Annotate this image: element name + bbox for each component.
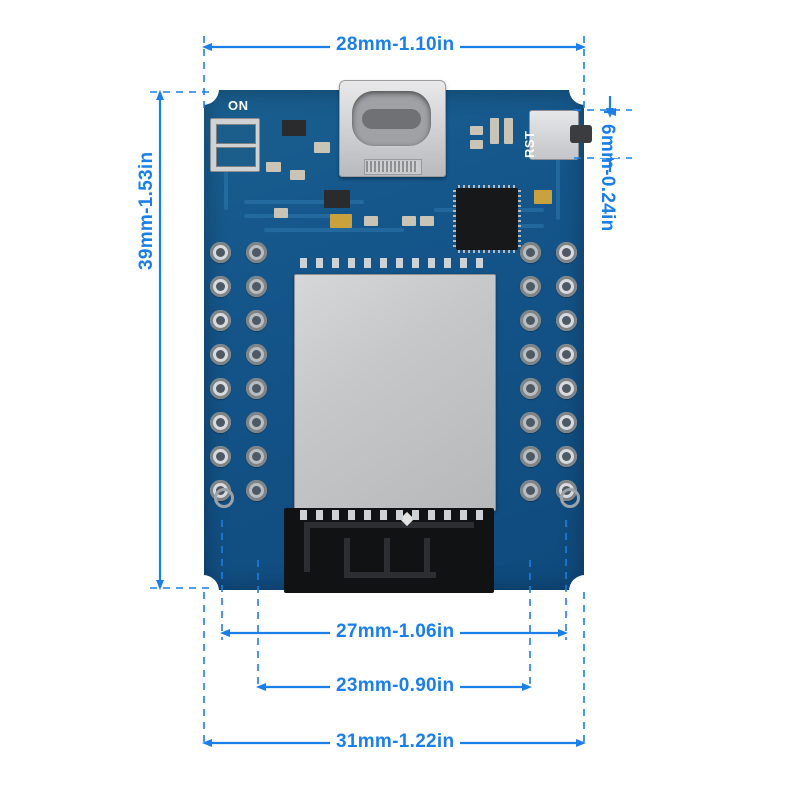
header-pad xyxy=(210,310,231,331)
smd-component xyxy=(420,216,434,226)
pcb-antenna xyxy=(284,508,494,593)
header-pad xyxy=(556,276,577,297)
smd-component xyxy=(282,120,306,136)
reset-switch-lever xyxy=(570,125,592,143)
header-pad xyxy=(210,344,231,365)
dimension-label-height-left: 39mm-1.53in xyxy=(136,145,158,276)
header-pad xyxy=(246,242,267,263)
header-pad xyxy=(520,310,541,331)
header-pad xyxy=(556,446,577,467)
dimension-label-switch-height: 6mm-0.24in xyxy=(596,118,618,232)
pcb-trace xyxy=(224,150,228,210)
header-pad xyxy=(246,446,267,467)
smd-component xyxy=(470,126,483,135)
header-pad xyxy=(246,378,267,399)
header-pad xyxy=(520,344,541,365)
dimension-label-width-mid: 27mm-1.06in xyxy=(330,621,461,643)
header-pad xyxy=(246,276,267,297)
pcb-trace xyxy=(556,150,560,220)
silkscreen-on-label: ON xyxy=(228,98,249,113)
dimension-label-width-top: 28mm-1.10in xyxy=(330,34,461,56)
header-pad xyxy=(556,378,577,399)
header-pad xyxy=(210,378,231,399)
reset-switch xyxy=(529,110,592,160)
module-pad-row-bottom xyxy=(300,510,488,520)
header-pad xyxy=(520,378,541,399)
smd-component xyxy=(290,170,305,180)
mounting-hole xyxy=(214,488,234,508)
smd-component xyxy=(266,162,281,172)
pcb-trace xyxy=(244,200,364,204)
header-pad xyxy=(520,412,541,433)
header-pad xyxy=(520,242,541,263)
main-ic xyxy=(453,185,521,253)
smd-component xyxy=(470,140,483,149)
header-pad xyxy=(246,310,267,331)
header-pad xyxy=(556,310,577,331)
dimension-label-width-outer: 31mm-1.22in xyxy=(330,731,461,753)
header-pad xyxy=(520,446,541,467)
rf-shield xyxy=(294,274,496,511)
header-pad xyxy=(556,344,577,365)
usb-c-opening xyxy=(352,91,431,146)
smd-component xyxy=(504,118,513,144)
header-pad xyxy=(210,412,231,433)
usb-c-pins xyxy=(366,161,418,172)
dimension-label-width-inner: 23mm-0.90in xyxy=(330,675,461,697)
pcb-corner-br xyxy=(569,575,585,591)
mounting-hole xyxy=(560,488,580,508)
header-pad xyxy=(210,276,231,297)
header-pad xyxy=(210,446,231,467)
header-pad xyxy=(210,242,231,263)
smd-component xyxy=(330,214,352,228)
header-pad xyxy=(246,344,267,365)
module-pad-row-top xyxy=(300,258,488,268)
header-pad xyxy=(520,276,541,297)
smd-component xyxy=(324,190,350,208)
smd-component xyxy=(364,216,378,226)
header-pad xyxy=(556,242,577,263)
smd-component xyxy=(490,118,499,144)
header-pad xyxy=(246,412,267,433)
pcb-board: ON RST xyxy=(203,80,592,593)
smd-component xyxy=(314,142,330,153)
header-pad xyxy=(246,480,267,501)
silkscreen-rst-label: RST xyxy=(522,130,537,159)
header-pad xyxy=(556,412,577,433)
pcb-trace xyxy=(264,228,404,232)
smd-component xyxy=(402,216,416,226)
smd-component xyxy=(534,190,552,204)
header-pad xyxy=(520,480,541,501)
usb-c-connector xyxy=(339,80,446,177)
smd-component xyxy=(274,208,288,218)
dip-switch xyxy=(210,118,260,172)
pcb-trace xyxy=(244,214,344,218)
usb-c-tongue xyxy=(362,109,421,129)
